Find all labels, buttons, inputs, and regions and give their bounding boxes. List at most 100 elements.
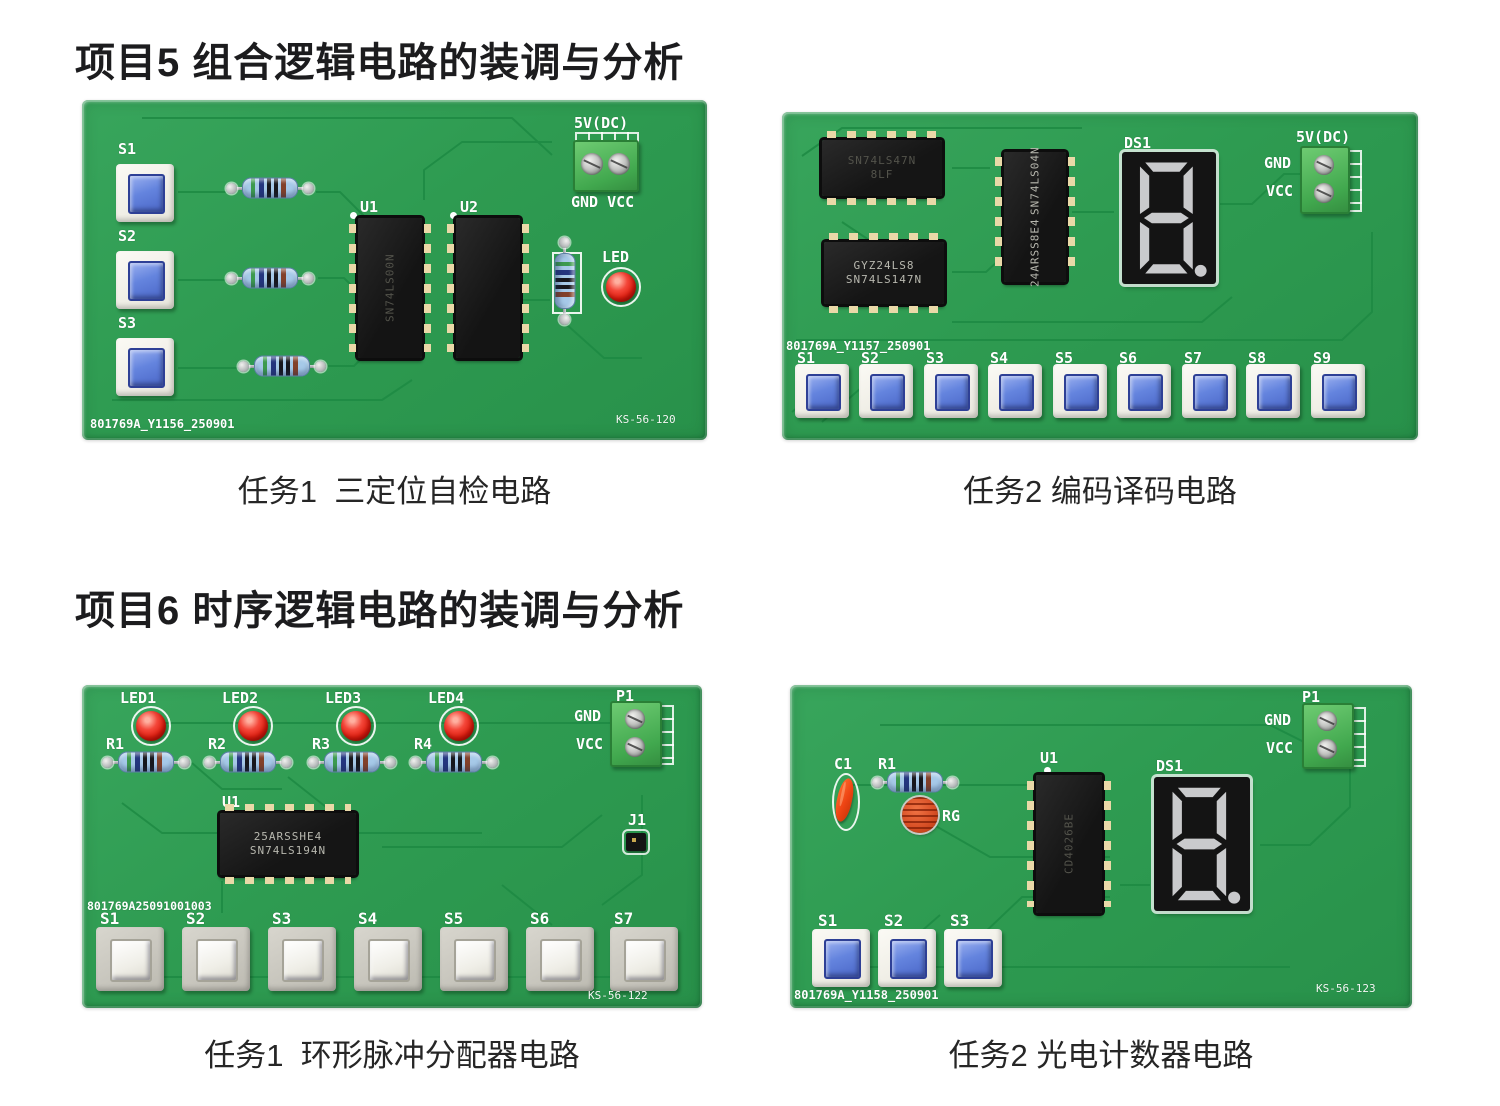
switch-label-s2: S2 (861, 349, 880, 367)
switch-label-s1: S1 (797, 349, 816, 367)
switch-s2 (182, 927, 250, 991)
capacitor-label: C1 (834, 755, 853, 773)
switch-s1 (96, 927, 164, 991)
power-label: 5V(DC) (574, 114, 629, 132)
resistor-r1 (102, 751, 190, 773)
resistor-label-r3: R3 (312, 735, 331, 753)
switch-s7 (610, 927, 678, 991)
switch-s2 (116, 251, 174, 309)
switch-s4 (988, 364, 1042, 418)
power-terminal (573, 140, 639, 192)
caption-board4: 任务2 光电计数器电路 (948, 1038, 1254, 1073)
power-terminal (1302, 703, 1354, 769)
switch-s5 (1053, 364, 1107, 418)
ic-encoder: GYZ24LS8 SN74LS147N (824, 233, 944, 313)
switch-s7 (1182, 364, 1236, 418)
resistor-label-r1: R1 (106, 735, 125, 753)
ic-u1: CD4026BE (1027, 775, 1111, 913)
switch-s2-cap (128, 261, 165, 302)
vcc-label: VCC (1266, 182, 1294, 200)
switch-s6 (1117, 364, 1171, 418)
vcc-label: VCC (576, 735, 604, 753)
ic-inverter-lot: 24ARSS8E4 (1028, 218, 1042, 288)
switch-s3 (944, 929, 1002, 987)
ic-inverter: 24ARSS8E4 SN74LS04N (995, 147, 1075, 287)
board-id: 801769A_Y1157_250901 (786, 339, 931, 353)
display-label: DS1 (1124, 134, 1152, 152)
switch-label-s8: S8 (1248, 349, 1267, 367)
seven-segment-display (1122, 152, 1216, 284)
ic-u1-lot: 25ARSSHE4 (253, 829, 323, 843)
gnd-label: GND (1264, 154, 1292, 172)
board-code: KS-56-122 (588, 989, 648, 1002)
power-terminal (1300, 146, 1350, 214)
caption-board2: 任务2 编码译码电路 (963, 474, 1237, 509)
resistor-r4 (410, 751, 498, 773)
switch-label-s7: S7 (1184, 349, 1203, 367)
ic-u2 (447, 218, 529, 358)
power-label: 5V(DC) (1296, 128, 1351, 146)
ic-decoder-lot: 8LF (870, 168, 894, 181)
ic-u1: SN74LS00N (349, 218, 431, 358)
led-label-2: LED2 (222, 689, 259, 707)
seven-segment-display (1154, 777, 1250, 911)
display-label: DS1 (1156, 757, 1184, 775)
switch-label-s4: S4 (358, 909, 378, 928)
switch-s5 (440, 927, 508, 991)
caption-board3: 任务1 环形脉冲分配器电路 (204, 1038, 580, 1073)
pcb-board-ring-distributor: LED1 LED2 LED3 LED4 R1 R2 R3 R4 P1 GND V… (82, 685, 702, 1008)
resistor-label-r2: R2 (208, 735, 227, 753)
board-code: KS-56-120 (616, 413, 676, 426)
pcb-board-photo-counter: P1 GND VCC C1 R1 RG U1 CD4026BE DS1 (790, 685, 1412, 1008)
led (601, 267, 641, 307)
ic-encoder-part: SN74LS147N (845, 273, 923, 286)
board-code: KS-56-123 (1316, 982, 1376, 995)
switch-label-s7: S7 (614, 909, 634, 928)
caption-board1: 任务1 三定位自检电路 (237, 474, 552, 509)
pin1-marker (450, 212, 457, 219)
ic-u1-part: SN74LS00N (383, 253, 397, 323)
switch-s3 (924, 364, 978, 418)
board-id: 801769A_Y1156_250901 (90, 417, 235, 431)
resistor-vertical (554, 237, 576, 325)
switch-s3 (116, 338, 174, 396)
switch-s4 (354, 927, 422, 991)
resistor-label-r4: R4 (414, 735, 433, 753)
switch-s6 (526, 927, 594, 991)
pcb-board-selfcheck: S1 S2 S3 U1 SN74LS00N U2 5V(DC) GND VCC (82, 100, 707, 440)
switch-label-s2: S2 (884, 911, 904, 930)
switch-s1-cap (128, 174, 165, 215)
led-label: LED (602, 248, 630, 266)
segments (1139, 162, 1207, 277)
switch-label-s6: S6 (1119, 349, 1138, 367)
power-pins-label: GND VCC (571, 193, 635, 211)
gnd-label: GND (1264, 711, 1292, 729)
switch-s1 (116, 164, 174, 222)
switch-s2 (878, 929, 936, 987)
led-label-1: LED1 (120, 689, 157, 707)
switch-s1 (795, 364, 849, 418)
photoresistor-label: RG (942, 807, 961, 825)
led-label-4: LED4 (428, 689, 465, 707)
switch-s9 (1311, 364, 1365, 418)
ic-inverter-part: SN74LS04N (1028, 146, 1042, 216)
ic-label-u1: U1 (1040, 749, 1059, 767)
pin1-marker (350, 212, 357, 219)
board-id: 801769A_Y1158_250901 (794, 988, 939, 1002)
segments (1172, 787, 1241, 904)
resistor-label: R1 (878, 755, 897, 773)
switch-label-s2: S2 (186, 909, 206, 928)
switch-label-s6: S6 (530, 909, 550, 928)
power-terminal (610, 701, 662, 767)
switch-label-s9: S9 (1313, 349, 1332, 367)
resistor-r2 (204, 751, 292, 773)
switch-label-s3: S3 (926, 349, 945, 367)
photoresistor (902, 797, 938, 833)
switch-s1 (812, 929, 870, 987)
ic-label-u1: U1 (360, 198, 379, 216)
switch-label-s4: S4 (990, 349, 1009, 367)
resistor-r1 (872, 771, 958, 793)
vcc-label: VCC (1266, 739, 1294, 757)
power-label: P1 (616, 687, 635, 705)
